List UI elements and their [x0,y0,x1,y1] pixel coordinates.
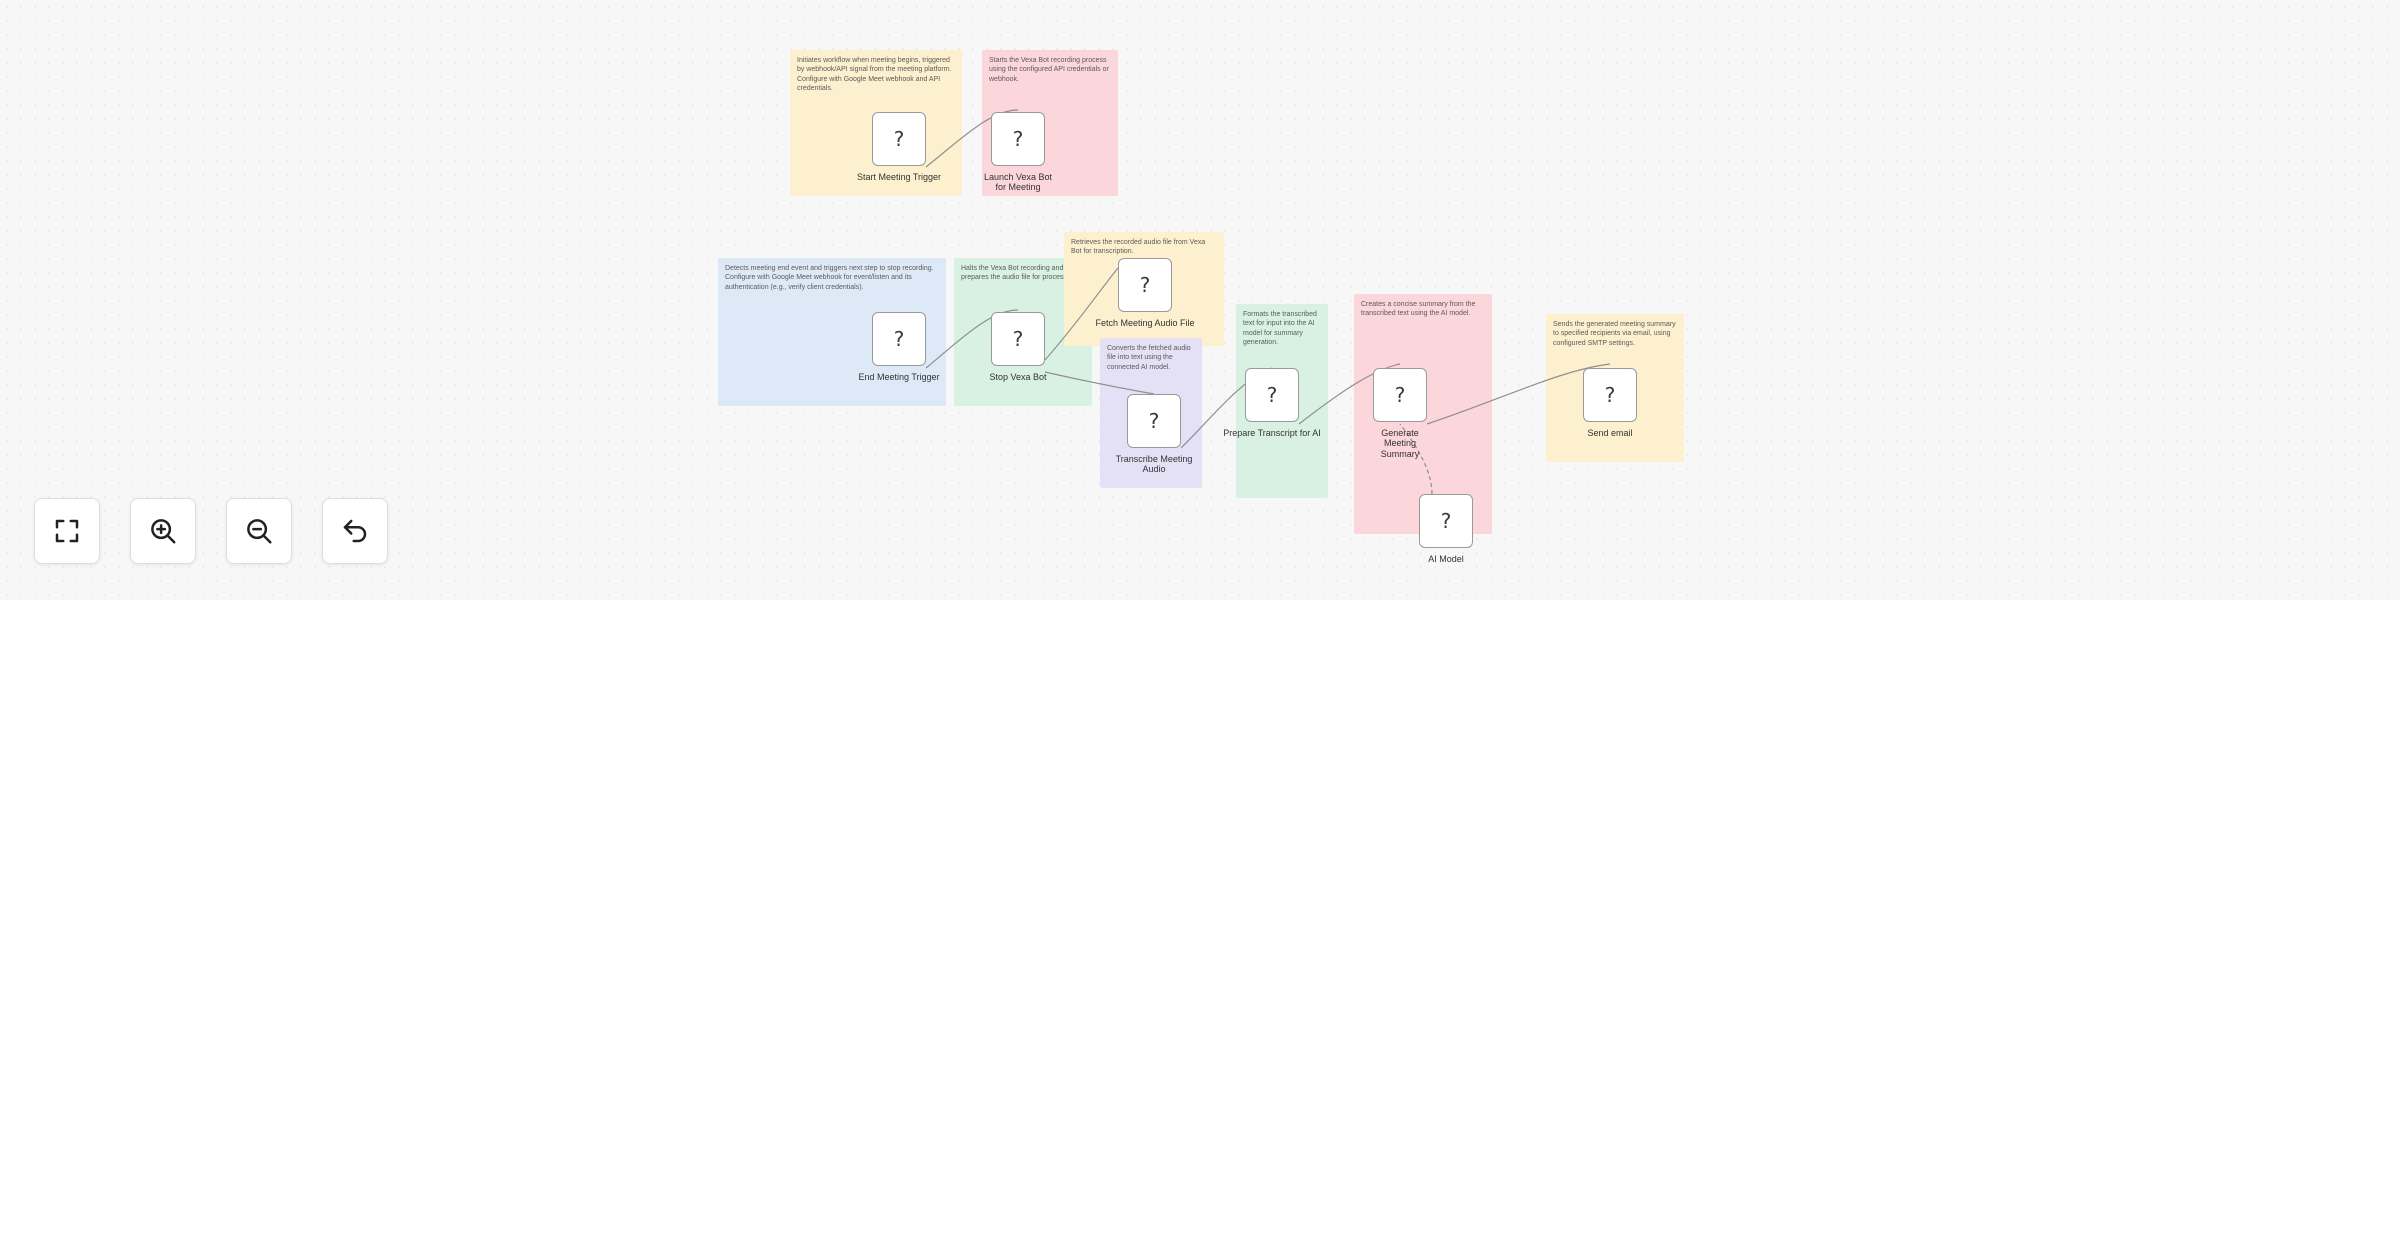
node-label-stop-vexa-bot: Stop Vexa Bot [989,372,1047,382]
node-stop-vexa-bot[interactable]: ? [991,312,1045,366]
node-label-launch-vexa-bot: Launch Vexa Bot for Meeting [983,172,1053,193]
reset-zoom-button[interactable] [322,498,388,564]
node-generate-meeting-summary[interactable]: ? [1373,368,1427,422]
node-label-generate-meeting-summary: Generate Meeting Summary [1380,428,1420,459]
note-text: Initiates workflow when meeting begins, … [797,57,952,93]
note-text: Retrieves the recorded audio file from V… [1071,239,1206,256]
workflow-canvas[interactable]: Initiates workflow when meeting begins, … [0,0,2400,600]
question-icon: ? [1139,273,1151,297]
question-icon: ? [1604,383,1616,407]
node-label-prepare-transcript: Prepare Transcript for AI [1223,428,1321,438]
note-text: Sends the generated meeting summary to s… [1553,321,1676,347]
fit-view-icon [55,519,79,543]
note-text: Halts the Vexa Bot recording and prepare… [961,265,1079,282]
undo-icon [343,519,367,543]
zoom-out-icon [247,519,272,544]
node-transcribe-meeting-audio[interactable]: ? [1127,394,1181,448]
node-send-email[interactable]: ? [1583,368,1637,422]
node-label-start-meeting-trigger: Start Meeting Trigger [856,172,942,182]
node-label-ai-model: AI Model [1428,554,1464,564]
node-launch-vexa-bot[interactable]: ? [991,112,1045,166]
question-icon: ? [1012,327,1024,351]
empty-page-area [0,600,2400,1260]
question-icon: ? [1394,383,1406,407]
zoom-in-icon [151,519,176,544]
note-text: Starts the Vexa Bot recording process us… [989,57,1109,83]
fit-view-button[interactable] [34,498,100,564]
question-icon: ? [1440,509,1452,533]
note-text: Creates a concise summary from the trans… [1361,301,1476,318]
node-label-transcribe-meeting-audio: Transcribe Meeting Audio [1115,454,1193,475]
question-icon: ? [1148,409,1160,433]
note-text: Formats the transcribed text for input i… [1243,311,1317,347]
zoom-in-button[interactable] [130,498,196,564]
node-ai-model[interactable]: ? [1419,494,1473,548]
note-text: Detects meeting end event and triggers n… [725,265,934,291]
note-text: Converts the fetched audio file into tex… [1107,345,1191,371]
node-fetch-meeting-audio[interactable]: ? [1118,258,1172,312]
node-label-end-meeting-trigger: End Meeting Trigger [858,372,940,382]
question-icon: ? [893,327,905,351]
question-icon: ? [1266,383,1278,407]
node-end-meeting-trigger[interactable]: ? [872,312,926,366]
question-icon: ? [1012,127,1024,151]
question-icon: ? [893,127,905,151]
node-prepare-transcript[interactable]: ? [1245,368,1299,422]
zoom-out-button[interactable] [226,498,292,564]
node-label-send-email: Send email [1587,428,1633,438]
node-start-meeting-trigger[interactable]: ? [872,112,926,166]
node-label-fetch-meeting-audio: Fetch Meeting Audio File [1095,318,1195,328]
